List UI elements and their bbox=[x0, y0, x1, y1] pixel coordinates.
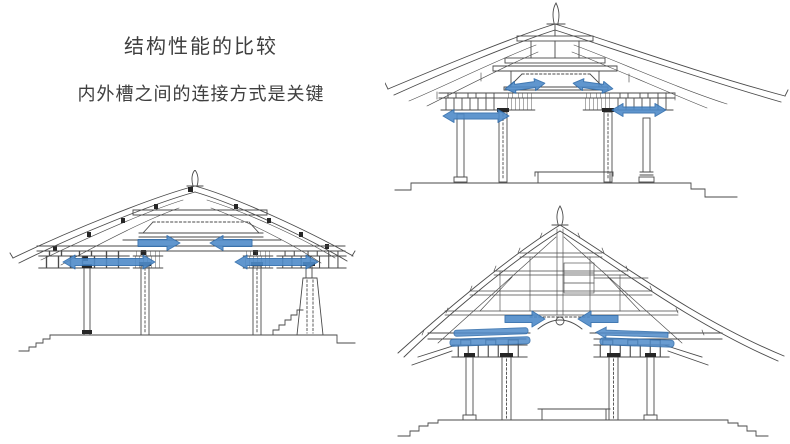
arrow-lower-right-long bbox=[234, 254, 319, 270]
arrow-upper-left bbox=[137, 235, 181, 251]
arrow-lower-left-long bbox=[62, 254, 156, 270]
ground-and-stairs bbox=[18, 309, 356, 352]
diagram-hall-section-lower-right bbox=[397, 205, 785, 437]
architrave-and-brackets bbox=[36, 245, 347, 269]
architrave-and-brackets bbox=[438, 92, 676, 111]
arrow-outer-right bbox=[611, 103, 667, 117]
arrow-inner-right bbox=[572, 78, 614, 94]
arrow-center-left bbox=[504, 310, 546, 328]
columns bbox=[462, 353, 658, 421]
connection-arrows bbox=[442, 78, 667, 123]
columns bbox=[82, 262, 324, 336]
arrow-upper-right bbox=[209, 235, 253, 251]
title-line-2: 内外槽之间的连接方式是关键 bbox=[77, 84, 325, 105]
diagram-hall-section-left bbox=[9, 170, 356, 352]
roof bbox=[397, 205, 785, 362]
left-bracket-bar-bottom bbox=[449, 336, 531, 347]
title-line-1: 结构性能的比较 bbox=[124, 34, 278, 58]
roof-truss bbox=[437, 228, 683, 344]
connection-arrows bbox=[62, 235, 319, 270]
slide-title-block: 结构性能的比较 内外槽之间的连接方式是关键 bbox=[40, 30, 362, 106]
left-bracket-bar-top bbox=[453, 327, 529, 337]
joint-nodes bbox=[53, 187, 329, 261]
right-bracket-bar-bottom bbox=[599, 337, 675, 348]
arrow-center-right bbox=[577, 310, 619, 328]
ground-mound bbox=[397, 408, 769, 437]
diagram-hall-section-upper-right bbox=[385, 2, 789, 198]
roof bbox=[385, 2, 789, 109]
arrow-outer-left bbox=[442, 109, 510, 123]
central-frame bbox=[122, 209, 282, 241]
ground-platform bbox=[394, 171, 738, 198]
connection-arrows bbox=[449, 310, 675, 348]
arrow-inner-left bbox=[504, 78, 546, 94]
